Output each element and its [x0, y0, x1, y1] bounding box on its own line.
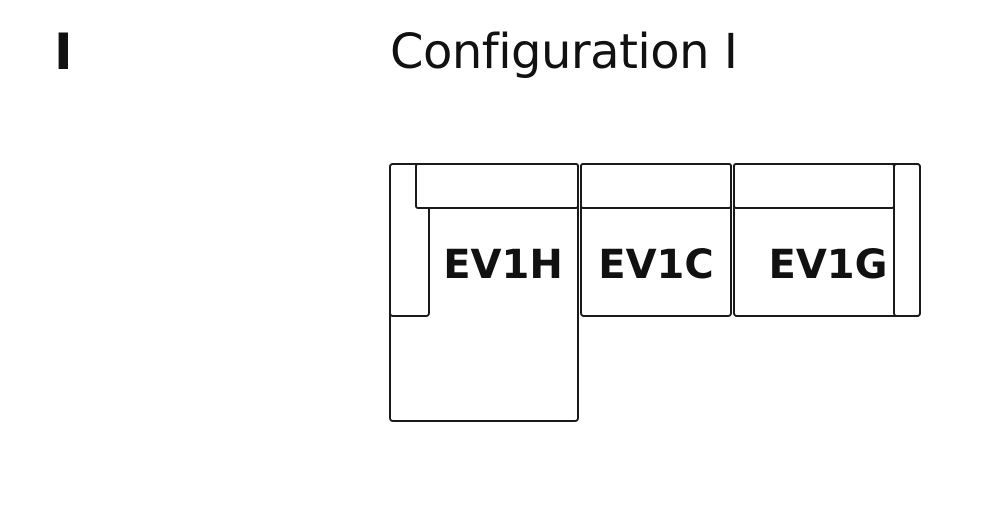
module-ev1h-backrest [415, 163, 579, 209]
configuration-number: I [54, 23, 73, 81]
configuration-title: Configuration I [390, 24, 738, 80]
module-ev1h[interactable]: EV1H [389, 163, 579, 422]
module-ev1c[interactable]: EV1C [580, 163, 732, 317]
module-ev1h-label: EV1H [443, 242, 563, 288]
module-ev1g[interactable]: EV1G [733, 163, 921, 317]
module-ev1g-label: EV1G [769, 242, 888, 288]
module-ev1c-label: EV1C [598, 242, 713, 288]
module-ev1g-backrest [733, 163, 895, 209]
module-ev1g-right-arm [893, 163, 921, 317]
module-ev1c-backrest [580, 163, 732, 209]
